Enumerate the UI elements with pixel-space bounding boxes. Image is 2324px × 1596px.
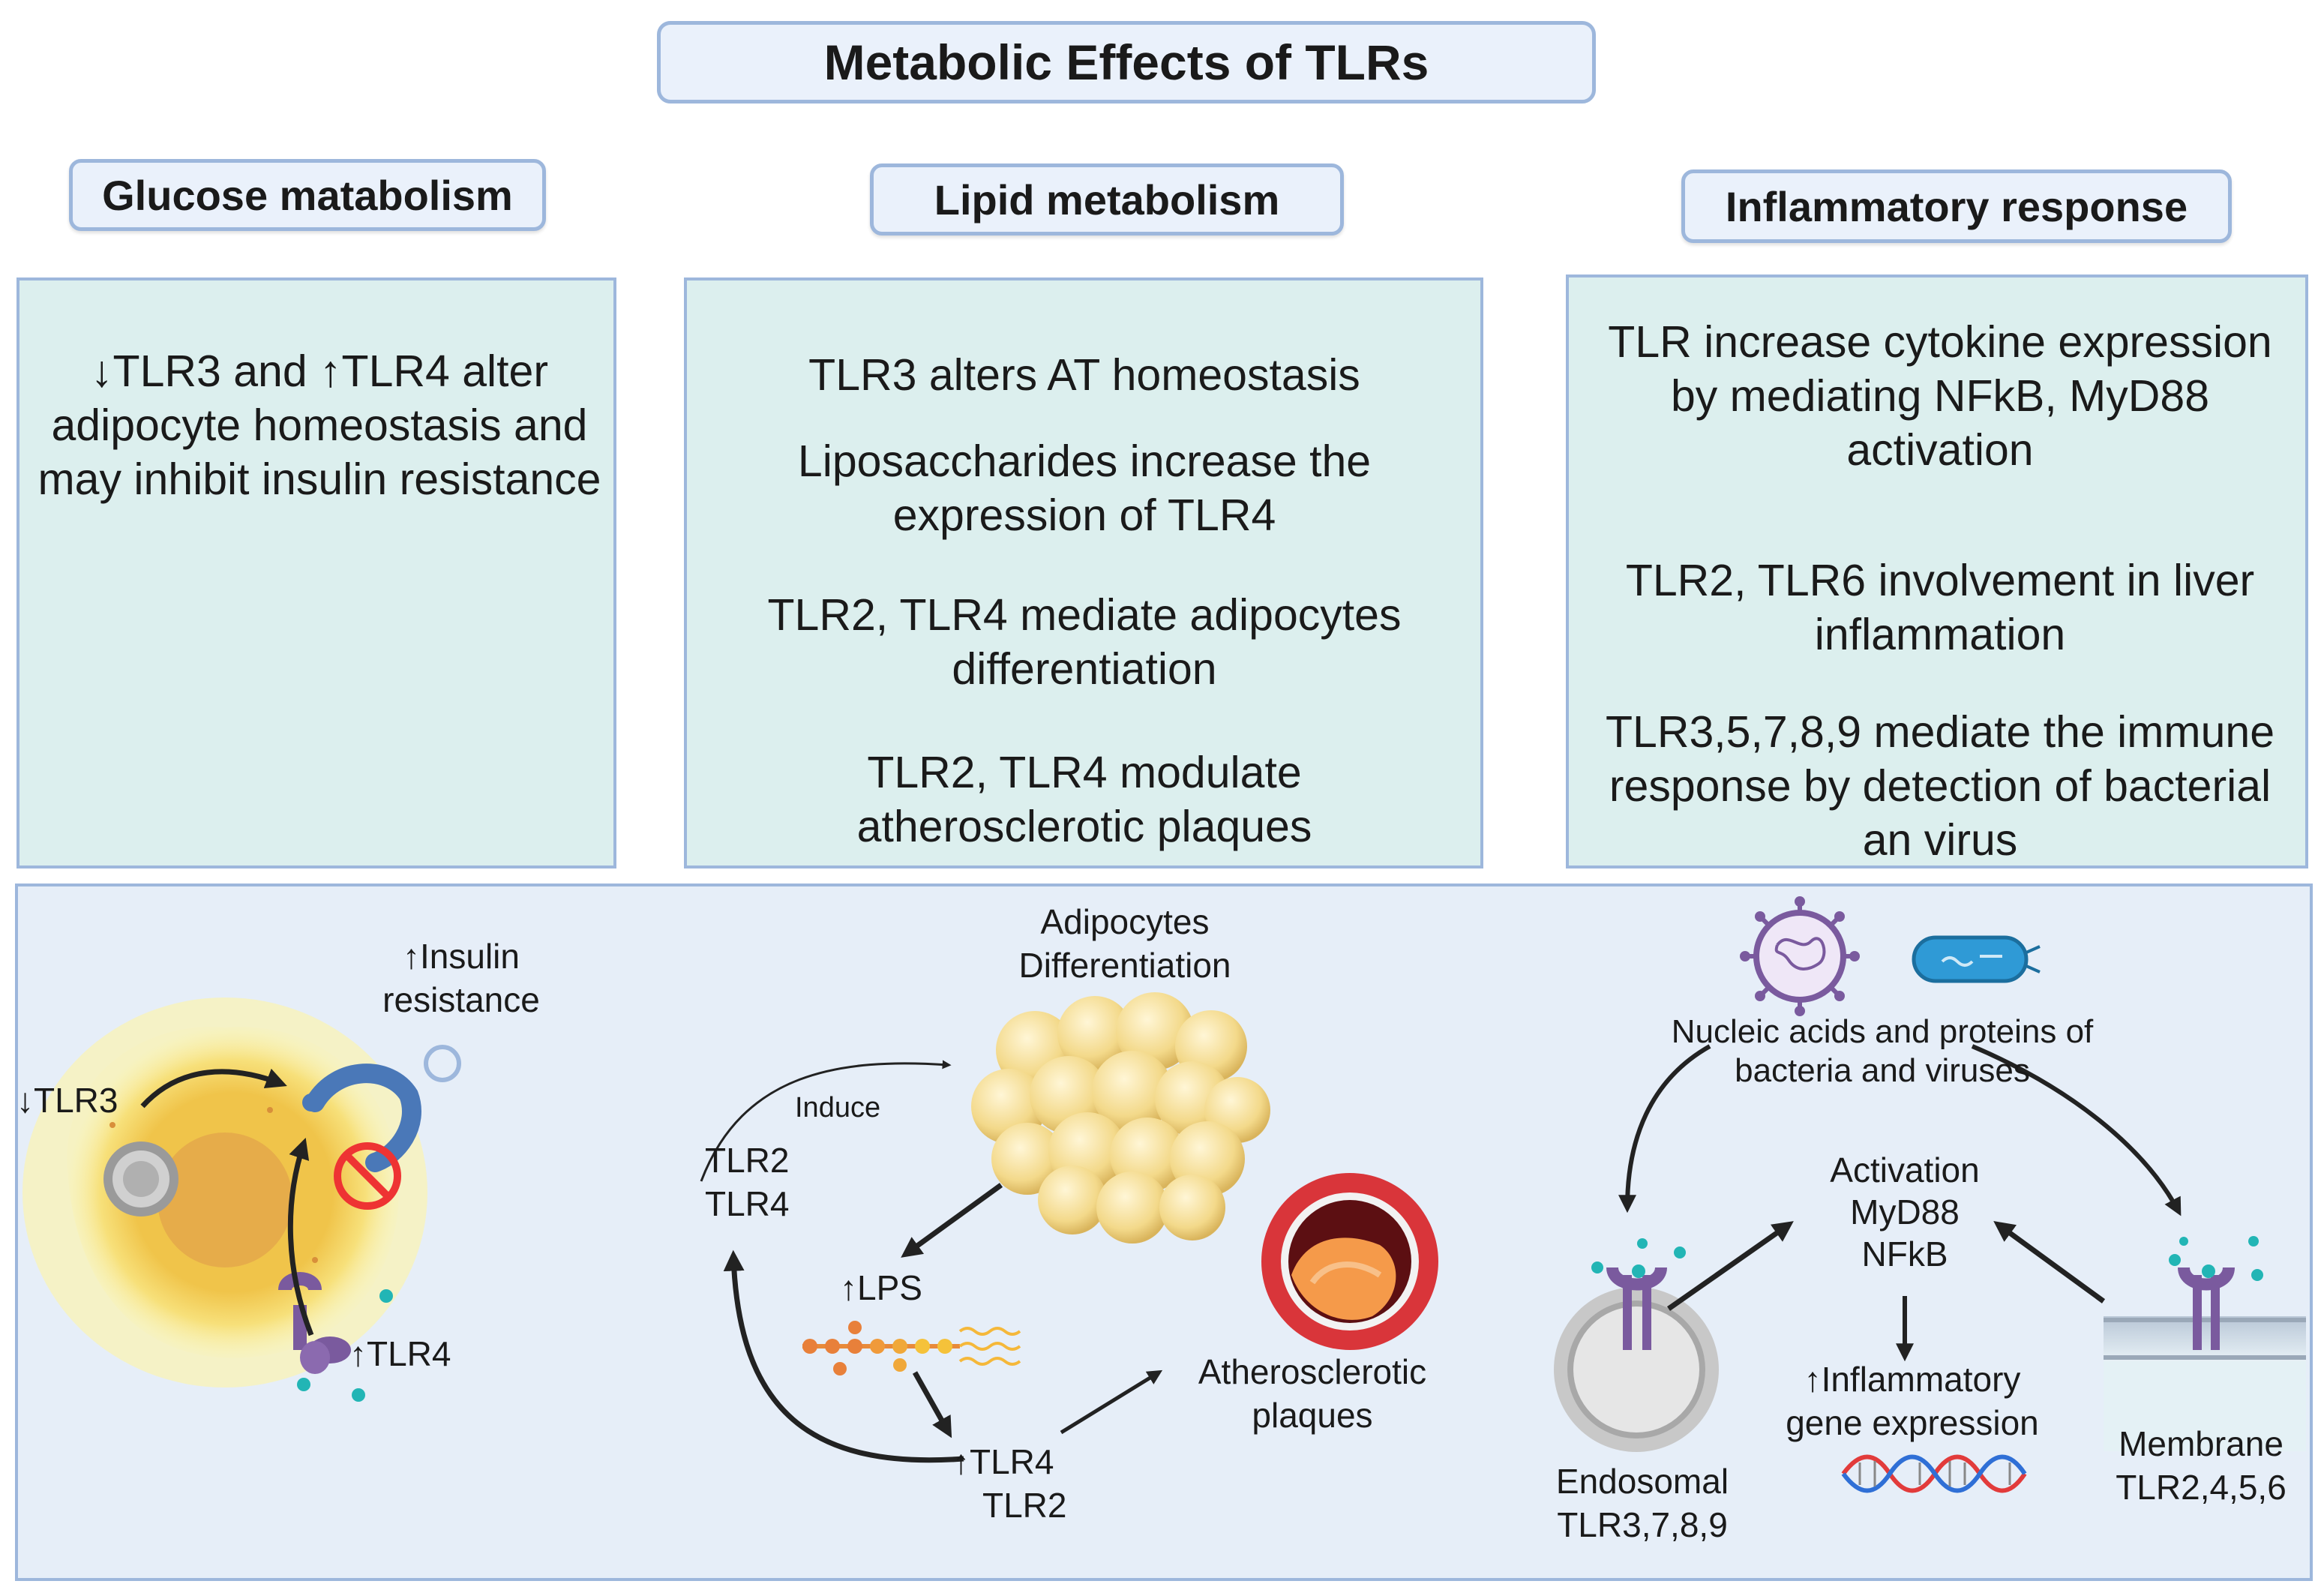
label-endosomal: Endosomal TLR3,7,8,9: [1555, 1462, 1729, 1544]
panel-glucose: ↓TLR3 and ↑TLR4 alter adipocyte homeosta…: [16, 278, 616, 868]
heading-lipid: Lipid metabolism: [870, 164, 1344, 236]
glucose-text: ↓TLR3 and ↑TLR4 alter adipocyte homeosta…: [37, 346, 601, 504]
panel-lipid: TLR3 alters AT homeostasis Liposaccharid…: [684, 278, 1483, 868]
virus-icon: [1740, 896, 1860, 1016]
inflam-text-2: TLR2, TLR6 involvement in liver inflamma…: [1625, 556, 2255, 659]
label-insulin-resistance: ↑Insulin resistance: [382, 937, 540, 1019]
label-membrane: Membrane TLR2,4,5,6: [2116, 1424, 2287, 1507]
insulin-receptor-icon: [302, 1045, 461, 1210]
membrane-icon: [2104, 1236, 2306, 1451]
label-adipocytes-differentiation: Adipocytes Differentiation: [1018, 902, 1231, 985]
label-inflammatory-gene-expression: ↑Inflammatory gene expression: [1786, 1360, 2039, 1442]
panel-inflammatory: TLR increase cytokine expression by medi…: [1566, 274, 2308, 868]
endosome-icon: [1554, 1238, 1719, 1452]
diagram-title: Metabolic Effects of TLRs: [657, 21, 1596, 104]
inflam-text-3: TLR3,5,7,8,9 mediate the immune response…: [1605, 707, 2275, 865]
artery-plaque-icon: [1261, 1173, 1438, 1350]
inflam-text-1: TLR increase cytokine expression by medi…: [1608, 317, 2272, 475]
lipid-text-4: TLR2, TLR4 modulate atherosclerotic plaq…: [856, 748, 1312, 851]
heading-glucose: Glucose matabolism: [69, 159, 546, 231]
label-lps: ↑LPS: [840, 1268, 922, 1307]
label-nucleic-acids: Nucleic acids and proteins of bacteria a…: [1671, 1013, 2094, 1089]
adipocyte-cell-icon: [22, 998, 427, 1388]
lipid-text-1: TLR3 alters AT homeostasis: [808, 350, 1360, 400]
label-tlr3-down: ↓TLR3: [16, 1081, 118, 1120]
bacteria-icon: [1912, 935, 2041, 983]
lps-molecule-icon: [802, 1321, 1021, 1376]
label-activation-myd88-nfkb: Activation MyD88 NFkB: [1830, 1150, 1980, 1274]
label-tlr4-tlr2-up: ↑TLR4 TLR2: [952, 1442, 1067, 1525]
adipocyte-cluster-icon: [971, 992, 1270, 1244]
tlr4-receptor-icon: [278, 1272, 393, 1402]
label-tlr4-up: ↑TLR4: [349, 1334, 451, 1373]
dna-icon: [1841, 1454, 2027, 1493]
lipid-text-3: TLR2, TLR4 mediate adipocytes differenti…: [767, 590, 1402, 694]
heading-inflammatory: Inflammatory response: [1681, 170, 2232, 243]
label-atherosclerotic-plaques: Atherosclerotic plaques: [1198, 1352, 1427, 1435]
label-tlr2-tlr4: TLR2 TLR4: [705, 1141, 790, 1223]
lipid-text-2: Liposaccharides increase the expression …: [797, 436, 1372, 540]
label-induce: Induce: [795, 1092, 881, 1124]
